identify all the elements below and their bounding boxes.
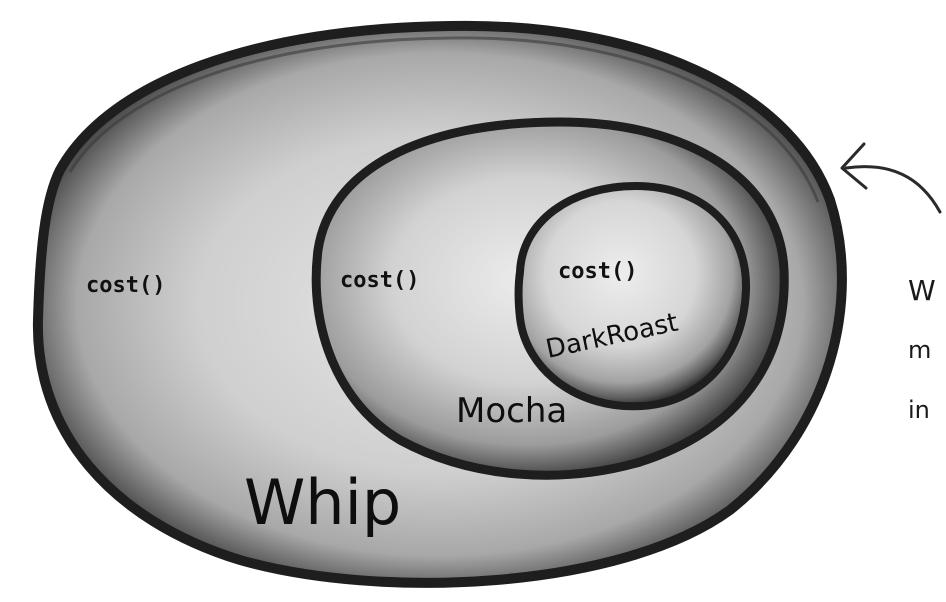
side-note: W m in	[908, 274, 936, 424]
darkroast-cost-method: cost()	[558, 259, 637, 284]
whip-cost-method: cost()	[86, 273, 165, 298]
darkroast-ellipse	[519, 186, 747, 406]
side-note-line-2: m	[908, 336, 931, 364]
whip-label: Whip	[244, 466, 401, 539]
curved-arrow-icon	[842, 144, 940, 212]
side-note-line-1: W	[908, 274, 936, 307]
mocha-cost-method: cost()	[340, 268, 419, 293]
darkroast-layer	[519, 186, 747, 406]
mocha-label: Mocha	[456, 391, 567, 431]
side-note-line-3: in	[908, 396, 930, 424]
